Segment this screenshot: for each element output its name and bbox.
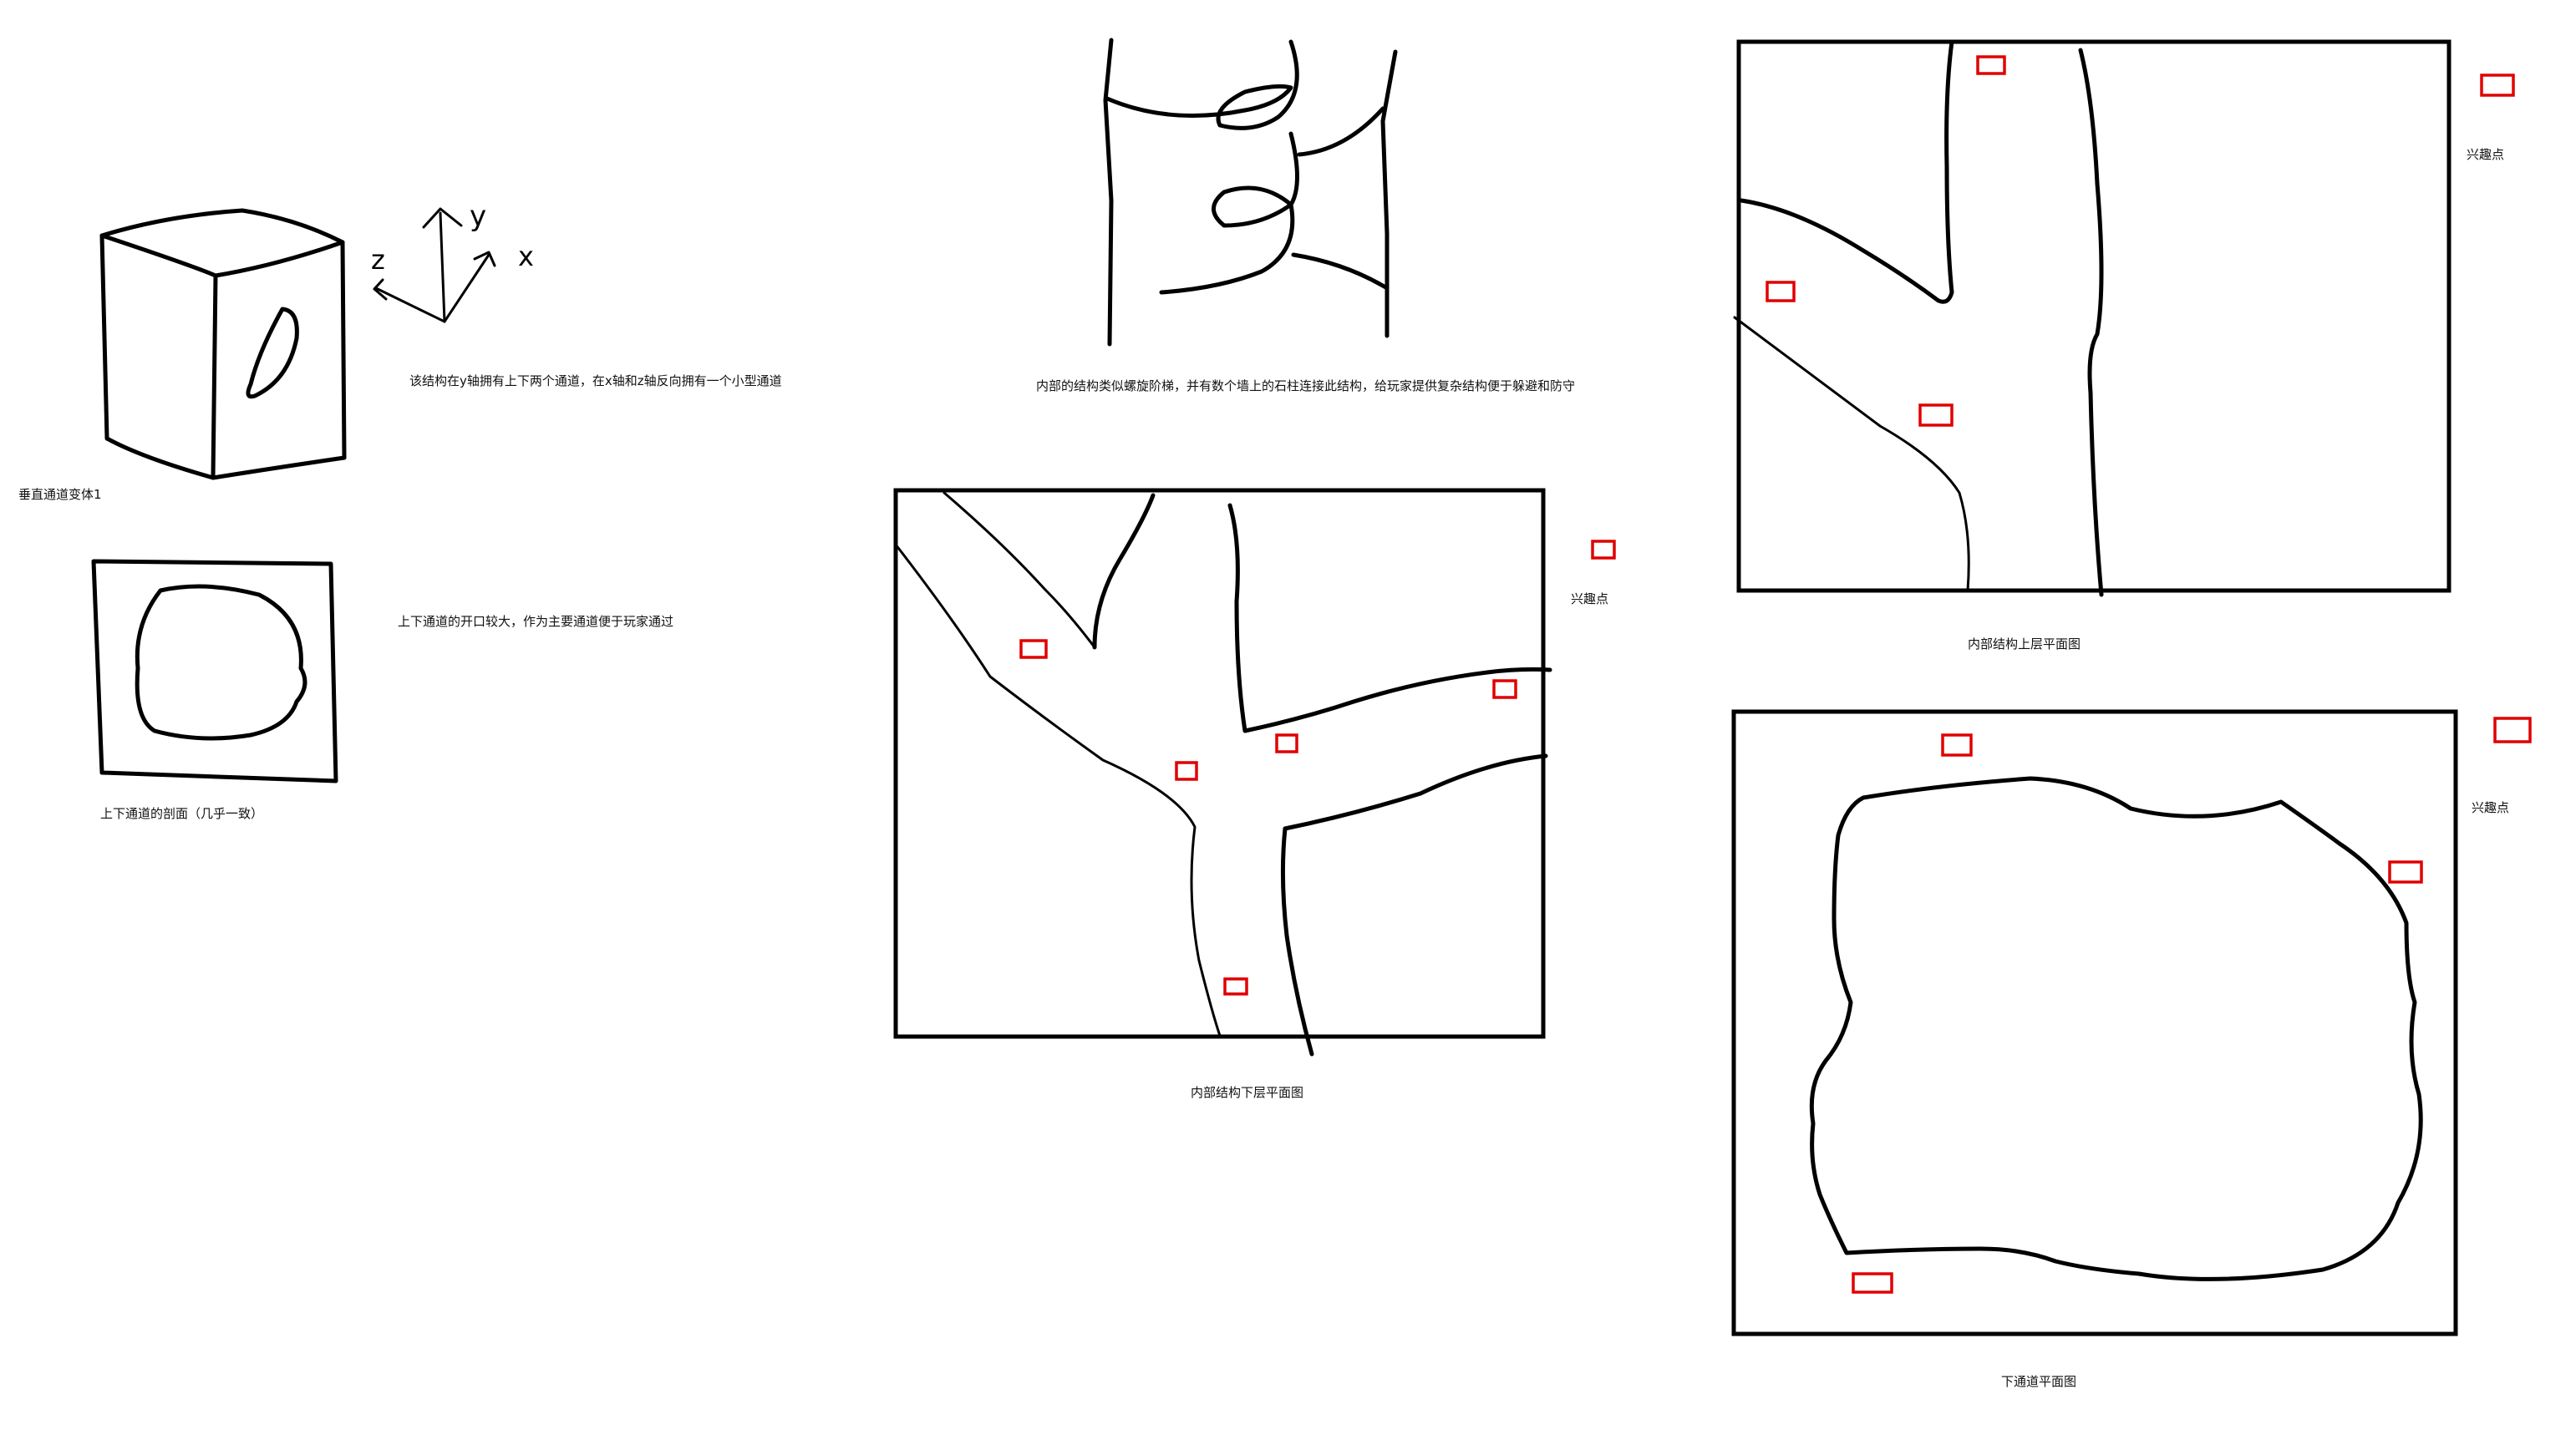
poi-marker bbox=[1976, 55, 2006, 75]
spiral-pillar-bottom bbox=[1291, 252, 1390, 291]
upper-plan-left-wall bbox=[1739, 39, 1954, 304]
lower-plan-main-trunk bbox=[1227, 503, 1552, 733]
lower-plan-caption: 内部结构下层平面图 bbox=[1191, 1085, 1304, 1100]
upper-plan-caption: 内部结构上层平面图 bbox=[1968, 636, 2081, 652]
cube-sketch bbox=[99, 208, 347, 480]
poi-marker bbox=[1918, 403, 1954, 427]
lower-channel-outline bbox=[1809, 776, 2423, 1281]
z-axis-line bbox=[374, 286, 446, 323]
poi-legend-marker-channel bbox=[2493, 717, 2532, 743]
poi-marker bbox=[1019, 639, 1048, 659]
poi-marker bbox=[1492, 679, 1517, 699]
poi-legend-label: 兴趣点 bbox=[2467, 147, 2505, 162]
lower-channel-frame bbox=[1731, 709, 2458, 1336]
poi-markers bbox=[1019, 55, 2532, 1294]
lower-plan-branch-center bbox=[1092, 493, 1156, 650]
poi-legend-label: 兴趣点 bbox=[2472, 800, 2510, 815]
lower-plan-frame bbox=[893, 488, 1546, 1039]
cross-section-sketch bbox=[91, 559, 338, 783]
spiral-upper-ring bbox=[1105, 39, 1299, 130]
axis-gizmo: y z x bbox=[371, 200, 534, 323]
spiral-stair-sketch bbox=[1103, 38, 1398, 347]
upper-plan-right-wall bbox=[2078, 48, 2104, 597]
cube-outline bbox=[99, 233, 218, 480]
poi-legend-marker-upper bbox=[2480, 74, 2515, 97]
upper-plan-diagonal-wall bbox=[1733, 316, 1970, 592]
z-axis-arrowhead bbox=[373, 278, 388, 301]
lower-channel-plan bbox=[1731, 709, 2458, 1336]
upper-plan bbox=[1733, 39, 2452, 597]
poi-marker bbox=[1275, 733, 1298, 753]
x-axis-arrowhead bbox=[473, 251, 496, 267]
y-axis-arrowhead bbox=[422, 207, 463, 229]
y-axis-letter: y bbox=[470, 200, 486, 233]
variant-title: 垂直通道变体1 bbox=[18, 487, 102, 502]
y-axis-line bbox=[439, 211, 446, 323]
poi-marker bbox=[1852, 1272, 1893, 1294]
z-axis-letter: z bbox=[371, 244, 385, 276]
cube-right-face bbox=[211, 240, 347, 480]
spiral-left-wall bbox=[1103, 38, 1114, 347]
poi-marker bbox=[1766, 281, 1796, 302]
poi-marker bbox=[1941, 733, 1973, 757]
cube-top-face bbox=[99, 208, 345, 278]
x-axis-line bbox=[443, 253, 490, 323]
poi-marker bbox=[2388, 860, 2423, 884]
section-frame bbox=[91, 559, 338, 783]
poi-legend-marker-lower bbox=[1591, 540, 1616, 560]
lower-plan bbox=[893, 488, 1552, 1057]
opening-description: 上下通道的开口较大，作为主要通道便于玩家通过 bbox=[398, 614, 674, 629]
x-axis-letter: x bbox=[518, 241, 534, 272]
lower-plan-lower-trunk bbox=[1280, 826, 1314, 1057]
section-caption: 上下通道的剖面（几乎一致） bbox=[100, 806, 264, 821]
poi-marker bbox=[1175, 761, 1198, 781]
lower-plan-right-corridor bbox=[1283, 753, 1548, 831]
lower-plan-branch-left bbox=[894, 543, 1222, 1037]
lower-plan-branch-top bbox=[943, 491, 1096, 649]
lower-channel-caption: 下通道平面图 bbox=[2001, 1374, 2077, 1389]
section-opening bbox=[135, 584, 307, 741]
spiral-lower-ring bbox=[1159, 131, 1299, 295]
structure-description: 该结构在y轴拥有上下两个通道，在x轴和z轴反向拥有一个小型通道 bbox=[409, 373, 782, 388]
cube-side-opening bbox=[246, 307, 299, 399]
spiral-pillar-top bbox=[1297, 106, 1385, 157]
upper-plan-frame bbox=[1736, 39, 2452, 593]
poi-legend-label: 兴趣点 bbox=[1571, 591, 1609, 606]
spiral-description: 内部的结构类似螺旋阶梯，并有数个墙上的石柱连接此结构，给玩家提供复杂结构便于躲避… bbox=[1036, 378, 1576, 393]
spiral-right-wall bbox=[1380, 49, 1398, 338]
poi-marker bbox=[1223, 977, 1248, 996]
